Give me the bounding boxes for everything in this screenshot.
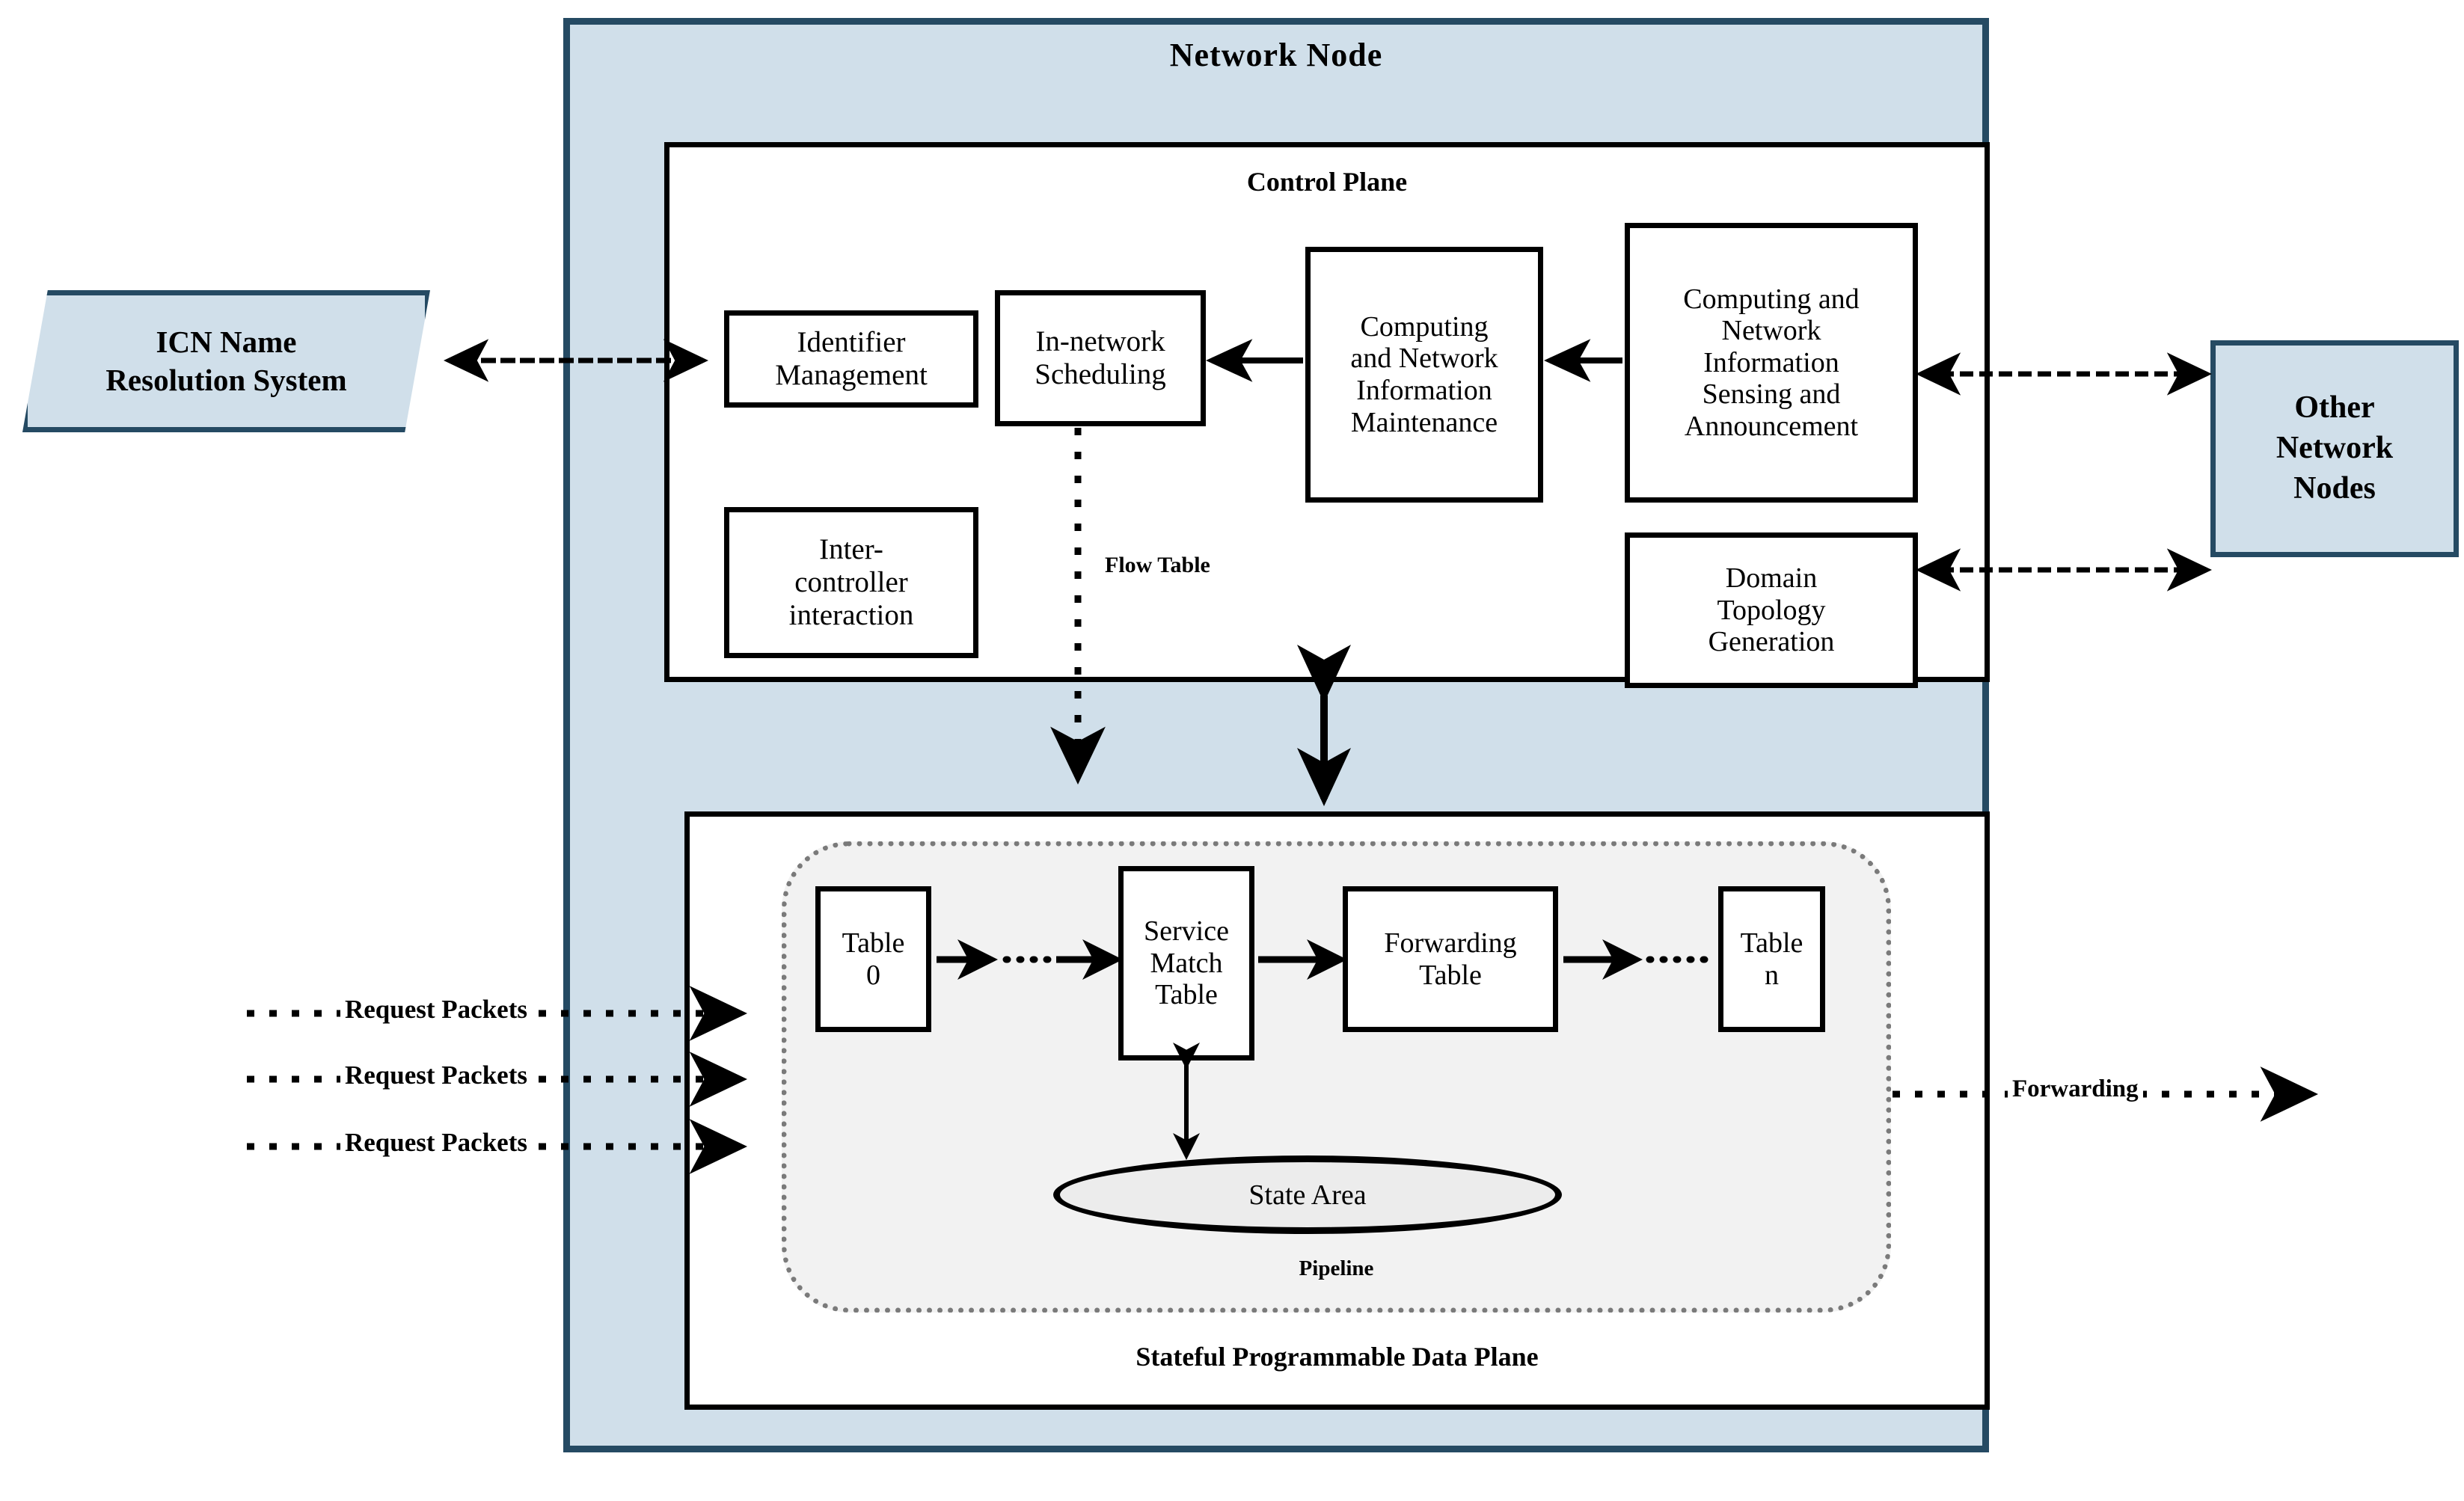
forwarding-label: Forwarding (2008, 1075, 2143, 1103)
request-packets-label-2: Request Packets (340, 1060, 532, 1090)
state-area-ellipse[interactable]: State Area (1053, 1155, 1562, 1234)
flow-table-label: Flow Table (1100, 552, 1216, 579)
pipeline-region (782, 841, 1891, 1313)
control-plane-title: Control Plane (1246, 167, 1408, 197)
pipeline-label: Pipeline (1299, 1256, 1374, 1280)
network-node-title: Network Node (1169, 37, 1383, 73)
data-plane-title: Stateful Programmable Data Plane (1136, 1342, 1539, 1372)
request-packets-label-3: Request Packets (340, 1128, 532, 1158)
state-area-label: State Area (1248, 1179, 1367, 1211)
request-packets-label-1: Request Packets (340, 995, 532, 1025)
